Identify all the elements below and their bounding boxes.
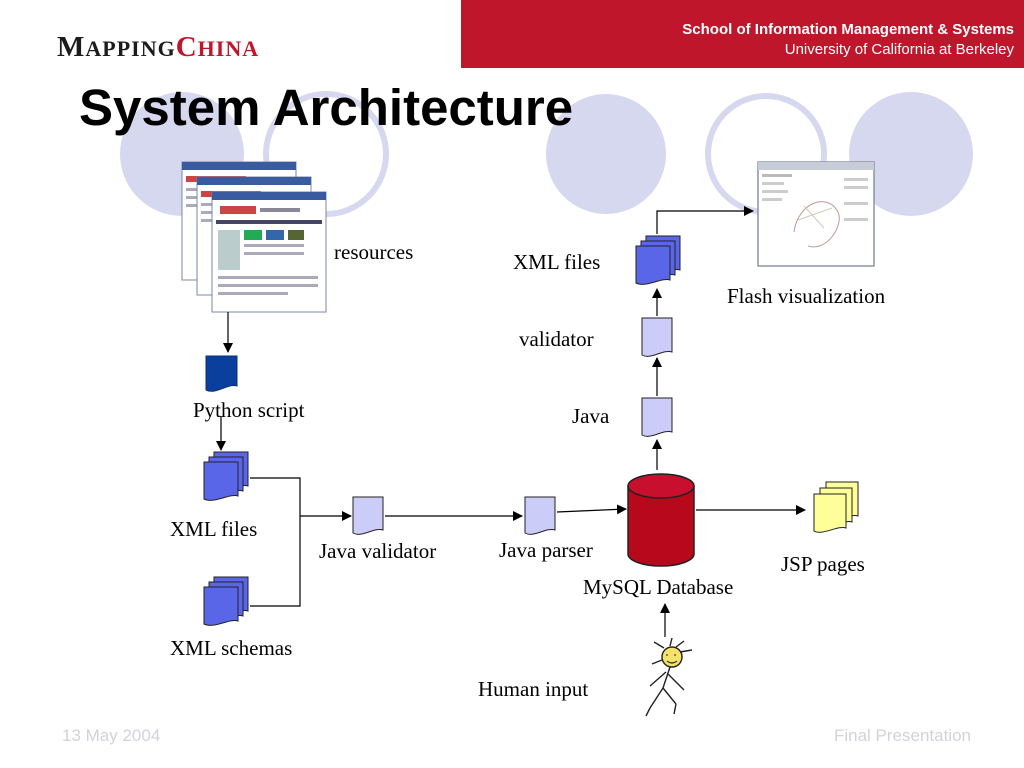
xml-files-top-label: XML files — [513, 250, 601, 274]
python-script-label: Python script — [193, 398, 305, 422]
footer-date: 13 May 2004 — [62, 726, 161, 745]
java-label: Java — [572, 404, 610, 428]
java-validator-icon — [352, 496, 384, 535]
xml-schemas-label: XML schemas — [170, 636, 293, 660]
jsp-pages-stack-icon — [813, 481, 859, 533]
flash-visualization-screenshot — [757, 161, 875, 267]
xml-files-label: XML files — [170, 517, 258, 541]
mysql-database-icon — [627, 473, 695, 567]
validator-icon — [641, 317, 673, 357]
connector-lines — [216, 206, 806, 637]
xml-files-top-stack-icon — [635, 235, 681, 285]
university-name: University of California at Berkeley — [784, 41, 1014, 58]
slide-title: System Architecture — [79, 79, 574, 136]
resources-label: resources — [334, 240, 414, 264]
human-input-label: Human input — [478, 677, 589, 701]
java-parser-label: Java parser — [499, 538, 593, 562]
mapping-china-logo: MAPPINGCHINA — [57, 31, 259, 64]
flash-visualization-label: Flash visualization — [727, 284, 886, 308]
human-input-stick-figure-icon — [645, 637, 693, 717]
mysql-database-label: MySQL Database — [583, 575, 734, 599]
logo-china-text: CHINA — [175, 31, 260, 63]
java-parser-icon — [524, 496, 556, 535]
jsp-pages-label: JSP pages — [781, 552, 865, 576]
header-band: School of Information Management & Syste… — [461, 0, 1024, 68]
validator-label: validator — [519, 327, 594, 351]
xml-schemas-stack-icon — [203, 576, 249, 626]
logo-mapping-text: MAPPING — [57, 31, 176, 63]
footer-presentation: Final Presentation — [833, 726, 971, 745]
xml-files-stack-icon — [203, 451, 249, 501]
resources-web-pages-icon — [181, 161, 327, 313]
school-name: School of Information Management & Syste… — [682, 21, 1014, 38]
java-validator-label: Java validator — [319, 539, 437, 563]
java-icon — [641, 397, 673, 437]
python-script-icon — [205, 355, 238, 392]
